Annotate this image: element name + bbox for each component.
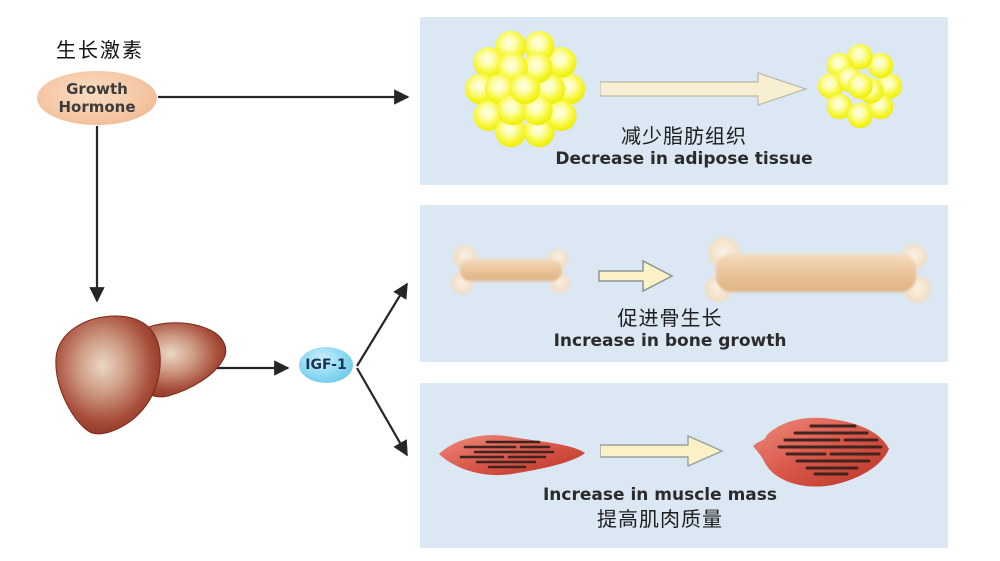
muscle-caption-en: Increase in muscle mass — [542, 485, 777, 505]
bone-caption-zh: 促进骨生长 — [617, 306, 723, 330]
muscle-caption-zh: 提高肌肉质量 — [597, 507, 723, 531]
liver-icon — [55, 315, 227, 435]
bone-small-icon — [451, 245, 570, 294]
adipose-cluster-large-icon — [464, 30, 586, 148]
igf1-node: IGF-1 — [299, 347, 353, 383]
bone-large-icon — [705, 237, 931, 303]
panel-adipose: 减少脂肪组织 Decrease in adipose tissue — [420, 17, 948, 185]
block-arrow-icon — [600, 72, 808, 106]
panel-bone: 促进骨生长 Increase in bone growth — [420, 205, 948, 362]
adipose-cluster-small-icon — [817, 43, 903, 129]
adipose-caption-zh: 减少脂肪组织 — [621, 124, 747, 148]
adipose-caption: 减少脂肪组织 Decrease in adipose tissue — [420, 123, 948, 170]
growth-hormone-zh-label: 生长激素 — [56, 38, 144, 62]
adipose-caption-en: Decrease in adipose tissue — [555, 149, 813, 169]
growth-hormone-label-line1: Growth — [66, 80, 128, 98]
block-arrow-icon — [598, 259, 674, 293]
muscle-caption: Increase in muscle mass 提高肌肉质量 — [396, 485, 924, 532]
arrow-igf1-to-muscle — [356, 367, 408, 457]
panel-muscle: Increase in muscle mass 提高肌肉质量 — [420, 383, 948, 548]
liver-left-lobe — [55, 315, 161, 435]
muscle-large-icon — [753, 417, 889, 487]
growth-hormone-label-line2: Hormone — [58, 98, 136, 116]
bone-caption-en: Increase in bone growth — [553, 331, 787, 351]
growth-hormone-node: Growth Hormone — [37, 71, 157, 125]
arrow-igf1-to-bone — [356, 282, 408, 367]
muscle-small-icon — [439, 435, 585, 476]
bone-caption: 促进骨生长 Increase in bone growth — [406, 305, 934, 352]
block-arrow-icon — [600, 434, 724, 468]
